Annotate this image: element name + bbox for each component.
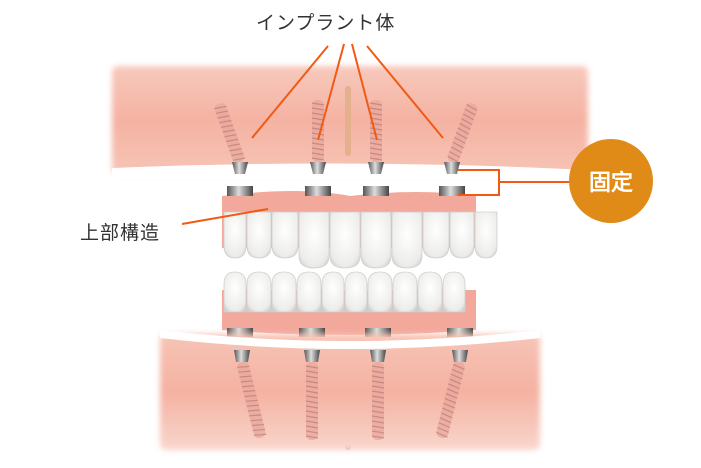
tooth: [246, 211, 272, 259]
upper-implants: [214, 100, 478, 174]
tooth: [422, 211, 450, 259]
abutment: [368, 162, 384, 174]
implant-leader-lines: [251, 43, 444, 141]
tooth: [442, 271, 466, 313]
tooth: [223, 271, 247, 313]
tooth: [449, 211, 475, 259]
lower-gum: [160, 330, 540, 450]
tooth: [246, 271, 272, 313]
implant-screw: [214, 103, 246, 163]
superstructure-label: 上部構造: [80, 222, 161, 244]
tooth: [367, 271, 393, 313]
tooth: [321, 271, 345, 313]
superstructure-leader-line: [181, 208, 269, 225]
tooth: [223, 211, 247, 259]
implant-screw: [237, 361, 267, 439]
implant-screw: [369, 100, 383, 162]
tooth: [296, 271, 322, 313]
fixed-bracket: [458, 169, 572, 196]
bridge-abutment: [299, 328, 325, 337]
implant-body-label: インプラント体: [256, 12, 396, 34]
tooth: [271, 271, 297, 313]
tooth: [329, 211, 361, 269]
bridge-abutment: [365, 328, 391, 337]
abutment: [310, 162, 326, 174]
implant-screw: [305, 362, 319, 440]
bridge-abutment: [447, 328, 473, 337]
abutment: [304, 350, 320, 362]
upper-midline: [345, 86, 351, 156]
abutment: [234, 350, 250, 362]
abutment: [232, 162, 248, 174]
tooth: [298, 211, 330, 269]
implant-screw: [311, 100, 325, 162]
upper-bridge: [222, 186, 498, 269]
implant-screw: [371, 362, 385, 440]
tooth: [360, 211, 392, 269]
lower-bridge: [222, 271, 476, 337]
bridge-abutment: [363, 186, 389, 196]
bridge-abutment: [227, 328, 253, 337]
abutment: [452, 350, 468, 362]
implant-screw: [436, 361, 465, 439]
tooth: [474, 211, 498, 259]
tooth: [391, 211, 423, 269]
abutment: [444, 162, 460, 174]
lower-implants: [234, 350, 468, 440]
fixed-badge: 固定: [569, 139, 653, 223]
bridge-abutment: [227, 186, 253, 196]
tooth: [392, 271, 418, 313]
tooth: [417, 271, 443, 313]
implant-screw: [447, 103, 478, 163]
bridge-abutment: [439, 186, 465, 196]
tooth: [271, 211, 299, 259]
tooth: [344, 271, 368, 313]
abutment: [370, 350, 386, 362]
bridge-abutment: [305, 186, 331, 196]
